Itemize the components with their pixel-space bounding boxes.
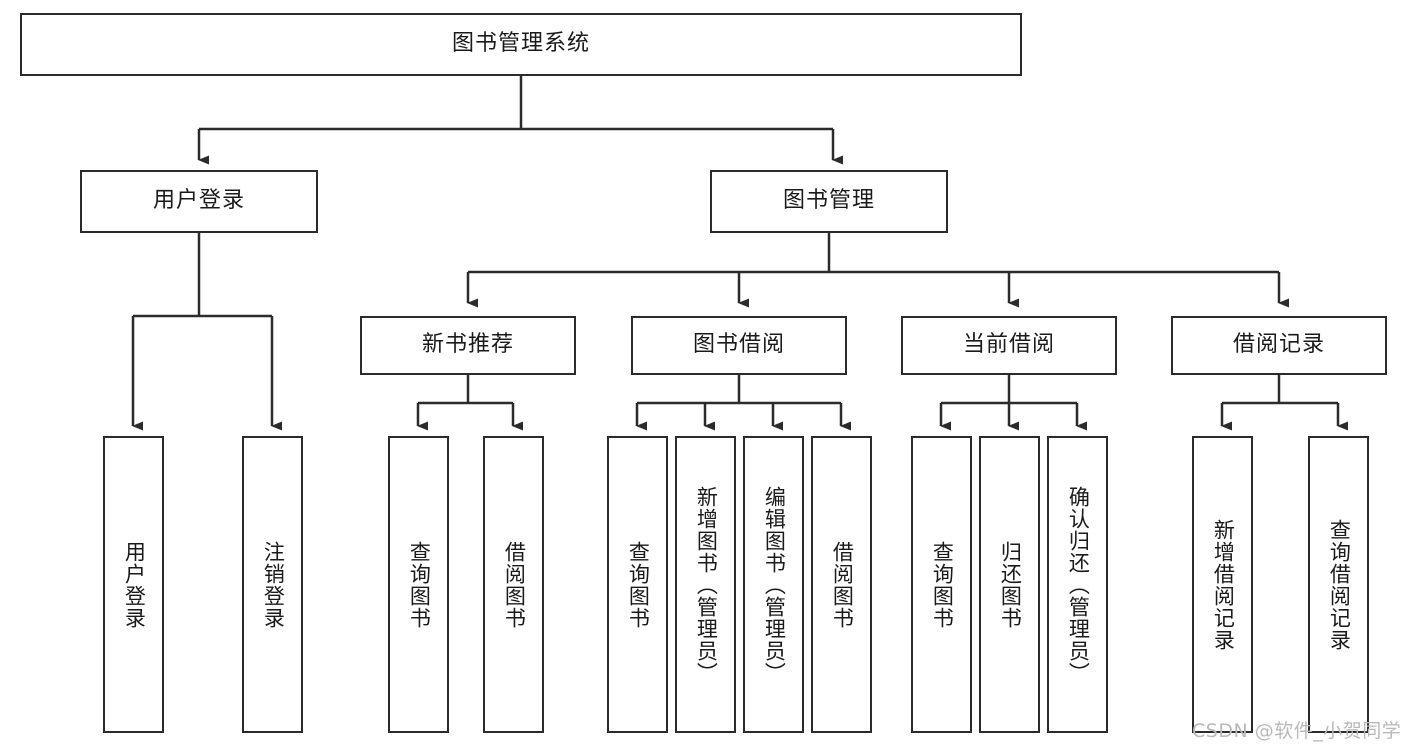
leaf-label: 借阅图书	[502, 540, 527, 629]
leaf-label: 查询图书	[930, 540, 955, 629]
node-current-borrow-label: 当前借阅	[962, 332, 1055, 358]
leaf-book-borrow-add[interactable]: 新增图书（管理员）	[675, 436, 736, 733]
node-book-management-label: 图书管理	[782, 188, 875, 214]
leaf-label: 归还图书	[998, 540, 1023, 629]
leaf-current-borrow-confirm[interactable]: 确认归还（管理员）	[1047, 436, 1108, 733]
node-book-borrow-label: 图书借阅	[692, 332, 785, 358]
leaf-label: 查询图书	[626, 540, 651, 629]
leaf-book-borrow-lend[interactable]: 借阅图书	[811, 436, 872, 733]
leaf-label: 借阅图书	[830, 540, 855, 629]
leaf-book-borrow-edit[interactable]: 编辑图书（管理员）	[743, 436, 804, 733]
node-book-borrow[interactable]: 图书借阅	[631, 316, 847, 375]
leaf-new-book-query[interactable]: 查询图书	[388, 436, 449, 733]
leaf-borrow-record-add[interactable]: 新增借阅记录	[1192, 436, 1253, 733]
leaf-user-login-signin[interactable]: 用户登录	[103, 436, 164, 733]
leaf-current-borrow-query[interactable]: 查询图书	[911, 436, 972, 733]
node-root[interactable]: 图书管理系统	[20, 13, 1022, 76]
node-book-management[interactable]: 图书管理	[710, 170, 948, 233]
leaf-label: 编辑图书（管理员）	[762, 485, 787, 684]
node-user-login[interactable]: 用户登录	[80, 170, 318, 233]
node-user-login-label: 用户登录	[152, 188, 245, 214]
leaf-current-borrow-return[interactable]: 归还图书	[979, 436, 1040, 733]
leaf-user-login-signout[interactable]: 注销登录	[242, 436, 303, 733]
leaf-label: 新增借阅记录	[1211, 518, 1236, 651]
leaf-label: 用户登录	[122, 540, 147, 629]
leaf-label: 查询图书	[407, 540, 432, 629]
watermark-label: CSDN @软件_小贺同学	[1192, 720, 1402, 742]
leaf-borrow-record-query[interactable]: 查询借阅记录	[1308, 436, 1369, 733]
leaf-label: 确认归还（管理员）	[1066, 485, 1091, 684]
leaf-label: 查询借阅记录	[1327, 518, 1352, 651]
node-root-label: 图书管理系统	[451, 31, 590, 57]
leaf-label: 注销登录	[261, 540, 286, 629]
leaf-new-book-borrow[interactable]: 借阅图书	[483, 436, 544, 733]
node-borrow-record-label: 借阅记录	[1232, 332, 1325, 358]
node-borrow-record[interactable]: 借阅记录	[1171, 316, 1387, 375]
node-current-borrow[interactable]: 当前借阅	[901, 316, 1117, 375]
leaf-book-borrow-query[interactable]: 查询图书	[607, 436, 668, 733]
leaf-label: 新增图书（管理员）	[694, 485, 719, 684]
node-new-book-recommend[interactable]: 新书推荐	[360, 316, 576, 375]
node-new-book-recommend-label: 新书推荐	[421, 332, 514, 358]
